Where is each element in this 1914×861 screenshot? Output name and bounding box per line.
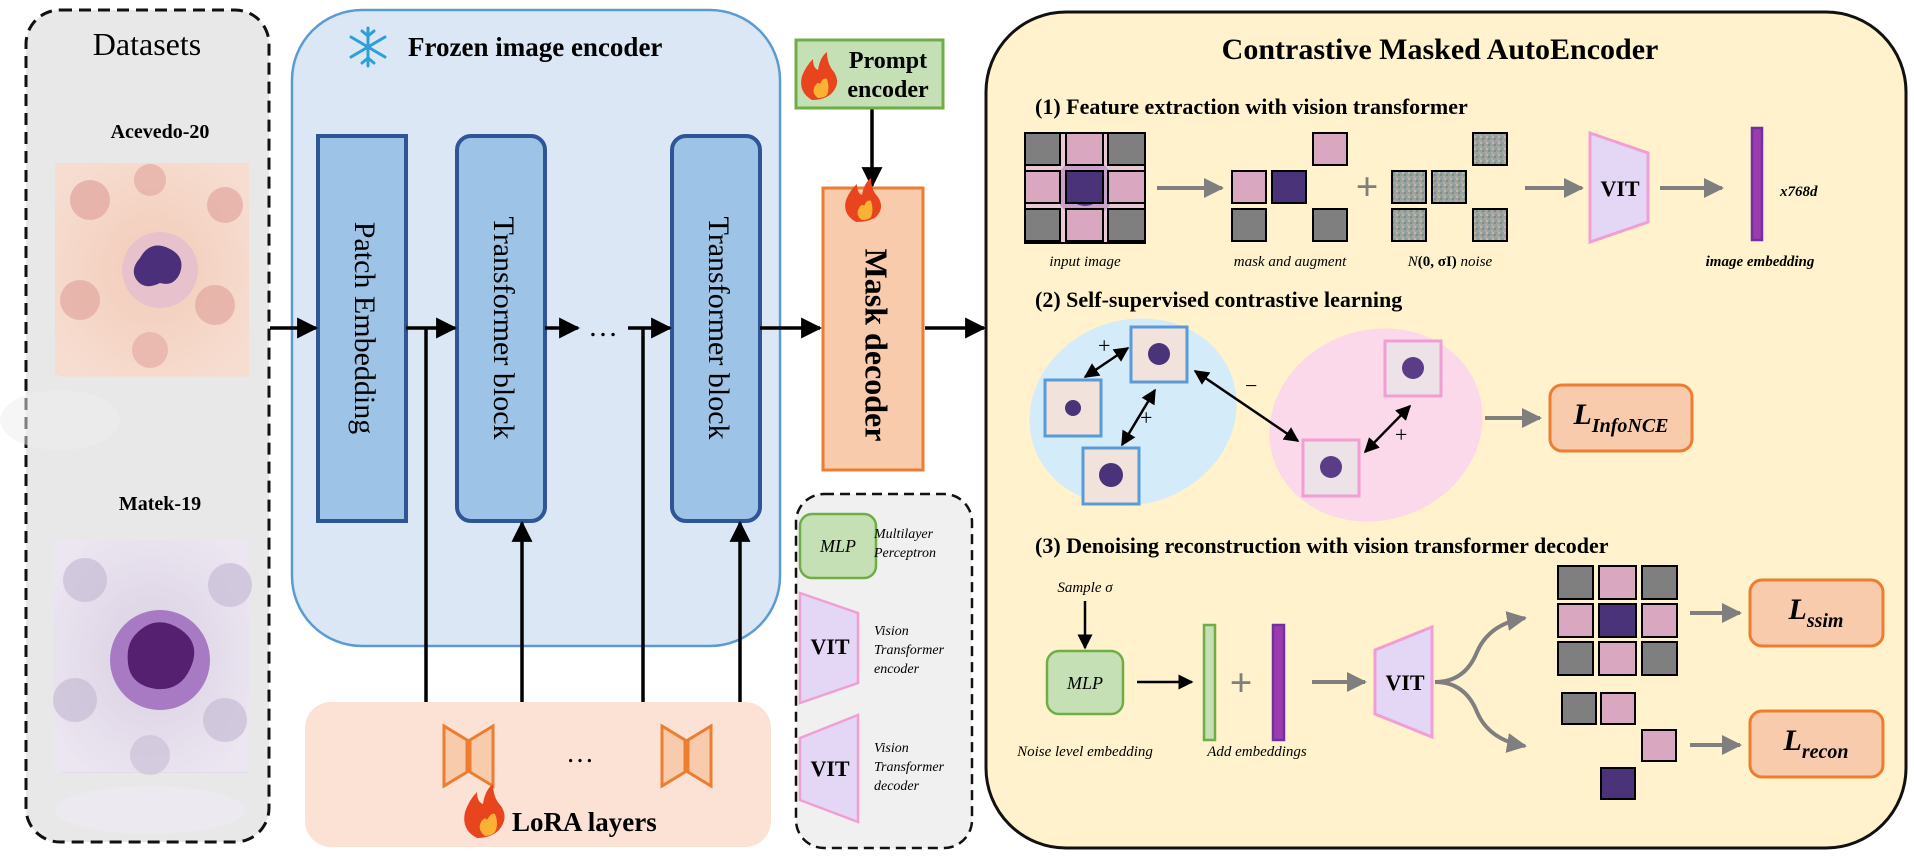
legend-mlp-line2: Perceptron xyxy=(873,546,936,561)
step3-title: (3) Denoising reconstruction with vision… xyxy=(1035,533,1609,558)
infonce-loss-box xyxy=(1548,383,1694,453)
lora-adapter-2 xyxy=(660,723,713,789)
input-image-grid xyxy=(1024,132,1146,244)
image-embedding-bar xyxy=(1750,126,1764,242)
legend-vit-encoder-tag: VIT xyxy=(810,634,849,659)
mask-decoder-label: Mask decoder xyxy=(859,249,895,442)
legend-vit-decoder-line1: Vision xyxy=(874,741,909,756)
cmae-title: Contrastive Masked AutoEncoder xyxy=(1222,33,1659,66)
encoder-ellipsis: … xyxy=(588,310,618,343)
sample-cell-2 xyxy=(1043,378,1103,438)
recon-loss-box xyxy=(1748,709,1885,779)
legend-vit-encoder-line3: encoder xyxy=(874,662,920,677)
legend-vit-encoder-line2: Transformer xyxy=(874,643,945,658)
matek-image xyxy=(53,540,252,834)
frozen-encoder-panel: Frozen image encoder Patch Embedding Tra… xyxy=(290,8,782,648)
lora-panel: … LoRA layers xyxy=(305,702,771,847)
vit-encoder-1-label: VIT xyxy=(1600,176,1639,201)
legend-panel: MLP Multilayer Perceptron VIT Vision Tra… xyxy=(794,492,974,850)
sample-cell-3 xyxy=(1081,446,1141,506)
add-plus-sign: + xyxy=(1230,660,1253,705)
fire-icon xyxy=(801,52,838,100)
prompt-encoder: Prompt encoder xyxy=(794,38,945,110)
lora-adapter-1 xyxy=(442,723,495,789)
ssim-loss-box xyxy=(1748,578,1885,648)
noise-level-label: Noise level embedding xyxy=(1016,744,1153,760)
fire-icon xyxy=(464,784,505,838)
add-embeddings-label: Add embeddings xyxy=(1206,744,1307,760)
legend-mlp-line1: Multilayer xyxy=(873,527,934,542)
lora-title: LoRA layers xyxy=(512,807,657,837)
encoder-title: Frozen image encoder xyxy=(408,32,662,62)
datasets-panel: Datasets Acevedo-20 Matek-19 xyxy=(0,8,271,844)
legend-mlp-box xyxy=(798,512,878,580)
embed-dim-label: x768d xyxy=(1779,184,1818,200)
mask-decoder: Mask decoder xyxy=(821,178,925,472)
legend-vit-encoder-shape xyxy=(798,591,860,705)
patch-embedding-label: Patch Embedding xyxy=(348,222,381,434)
step1-title: (1) Feature extraction with vision trans… xyxy=(1035,94,1468,119)
positive-sign-3: + xyxy=(1395,422,1407,447)
sample-sigma-label: Sample σ xyxy=(1057,580,1113,596)
prompt-encoder-line1: Prompt xyxy=(849,48,927,74)
legend-vit-decoder-line3: decoder xyxy=(874,779,920,794)
cmae-panel: Contrastive Masked AutoEncoder (1) Featu… xyxy=(984,10,1908,850)
dataset-matek-label: Matek-19 xyxy=(119,493,201,515)
acevedo-image xyxy=(0,163,249,450)
negative-sign: − xyxy=(1245,373,1257,398)
infonce-loss: LInfoNCE xyxy=(1572,398,1668,437)
legend-vit-decoder-line2: Transformer xyxy=(874,760,945,775)
image-embedding-bar-2 xyxy=(1271,623,1286,742)
positive-sign-1: + xyxy=(1098,333,1110,358)
vit-decoder xyxy=(1373,624,1434,740)
transformer-block-1-label: Transformer block xyxy=(487,216,520,439)
ssim-loss: Lssim xyxy=(1787,593,1843,632)
legend-vit-decoder-shape xyxy=(798,713,860,824)
snowflake-icon xyxy=(349,26,387,68)
image-embedding-label: image embedding xyxy=(1706,254,1815,270)
recon-loss: Lrecon xyxy=(1783,724,1849,763)
datasets-title: Datasets xyxy=(93,26,201,62)
step2-title: (2) Self-supervised contrastive learning xyxy=(1035,287,1402,312)
noise-mlp-label: MLP xyxy=(1066,673,1103,693)
legend-vit-encoder-line1: Vision xyxy=(874,624,909,639)
sample-cell-1 xyxy=(1129,325,1189,384)
sample-cell-4 xyxy=(1383,339,1443,398)
prompt-encoder-line2: encoder xyxy=(847,77,929,103)
input-image-label: input image xyxy=(1049,254,1121,270)
plus-sign: + xyxy=(1356,164,1379,209)
transformer-block-n-label: Transformer block xyxy=(702,216,735,439)
reconstructed-grid xyxy=(1557,565,1678,676)
mask-augment-label: mask and augment xyxy=(1234,254,1347,270)
noise-mlp-box xyxy=(1045,649,1125,716)
noise-label: N(0, σI) noise xyxy=(1407,254,1493,270)
masked-patches xyxy=(1231,132,1348,242)
positive-sign-2: + xyxy=(1140,405,1152,430)
noise-embedding-bar xyxy=(1202,623,1217,742)
lora-ellipsis: … xyxy=(566,738,594,769)
vit-decoder-label: VIT xyxy=(1385,670,1424,695)
legend-mlp-tag: MLP xyxy=(819,536,856,556)
fire-icon xyxy=(845,178,882,222)
noise-patches xyxy=(1391,132,1508,242)
legend-vit-decoder-tag: VIT xyxy=(810,756,849,781)
vit-encoder-1 xyxy=(1588,130,1650,245)
masked-recon-patches xyxy=(1561,692,1677,800)
dataset-acevedo-label: Acevedo-20 xyxy=(111,121,210,143)
sample-cell-5 xyxy=(1301,438,1361,498)
contrastive-arrows xyxy=(1083,346,1412,454)
